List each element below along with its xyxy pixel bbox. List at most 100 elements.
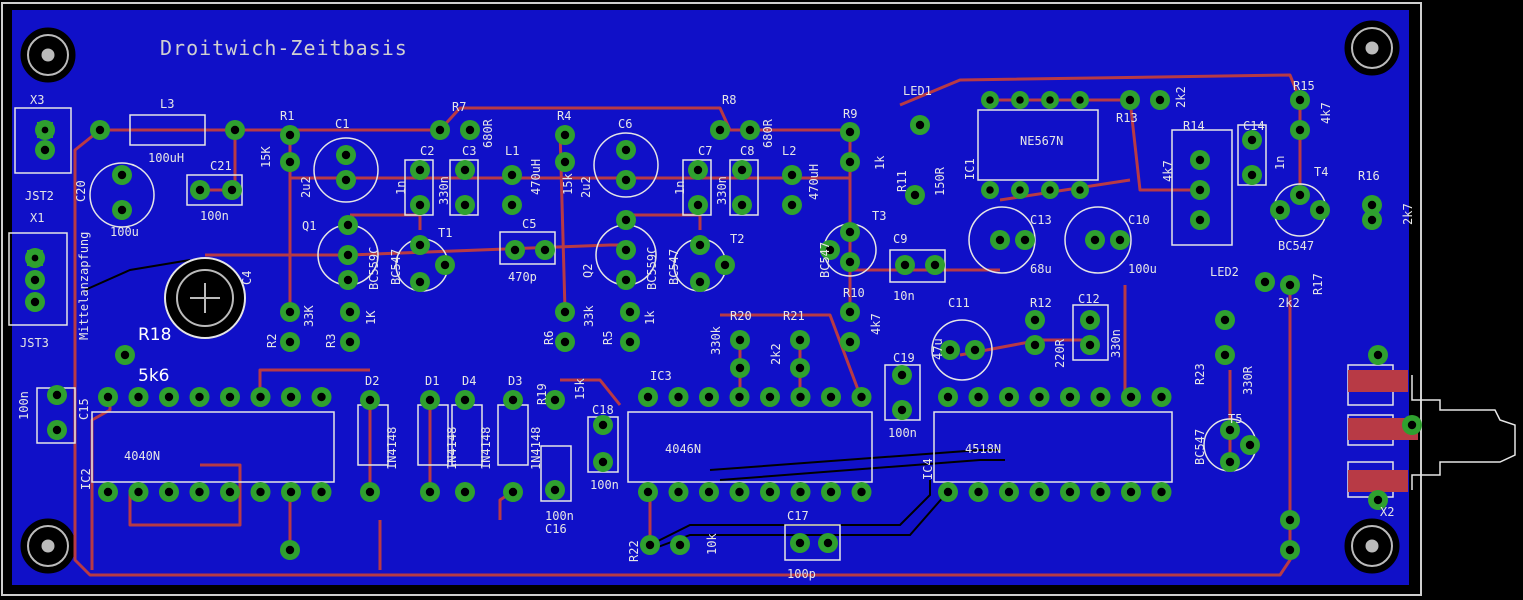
label-c14: C14 xyxy=(1243,119,1265,133)
label-c15: C15 xyxy=(77,398,91,420)
pads xyxy=(25,90,1422,560)
drill-hole xyxy=(1085,315,1095,325)
drill-hole xyxy=(1285,515,1295,525)
label-c17: C17 xyxy=(787,509,809,523)
drill-hole xyxy=(897,405,907,415)
drill-hole xyxy=(826,487,836,497)
drill-hole xyxy=(256,487,265,497)
drill-hole xyxy=(1315,205,1325,215)
label-x3: X3 xyxy=(30,93,44,107)
drill-hole xyxy=(540,245,550,255)
drill-hole xyxy=(1155,95,1165,105)
label-c8: C8 xyxy=(740,144,754,158)
drill-hole xyxy=(560,130,570,140)
drill-hole xyxy=(621,145,631,155)
label-r12-value: 220R xyxy=(1053,338,1067,368)
drill-hole xyxy=(550,485,560,495)
label-r19-value: 15k xyxy=(573,378,587,400)
drill-hole xyxy=(508,487,518,497)
drill-hole xyxy=(30,297,40,307)
drill-hole xyxy=(720,260,730,270)
drill-hole xyxy=(1090,235,1100,245)
label-r16: R16 xyxy=(1358,169,1380,183)
drill-hole xyxy=(1220,315,1230,325)
label-d4-value: 1N4148 xyxy=(479,427,493,470)
drill-hole xyxy=(341,175,351,185)
label-c14-value: 1n xyxy=(1273,156,1287,170)
label-r9: R9 xyxy=(843,107,857,121)
drill-hole xyxy=(1295,125,1305,135)
drill-hole xyxy=(986,186,994,194)
label-d1: D1 xyxy=(425,374,439,388)
trimmer-c4 xyxy=(164,257,246,339)
drill-hole xyxy=(134,392,143,402)
label-r9-value: 1k xyxy=(873,155,887,170)
label-c4: C4 xyxy=(240,271,254,285)
label-r19: R19 xyxy=(535,383,549,405)
drill-hole xyxy=(625,307,635,317)
drill-hole xyxy=(460,200,470,210)
label-r20-value: 330k xyxy=(709,325,723,355)
label-t1-value: BC547 xyxy=(389,249,403,285)
label-c11-value: 47u xyxy=(931,338,945,360)
drill-hole xyxy=(134,487,143,497)
drill-hole xyxy=(845,227,855,237)
drill-hole xyxy=(598,420,608,430)
drill-hole xyxy=(735,335,745,345)
label-r21-value: 2k2 xyxy=(769,343,783,365)
label-r3: R3 xyxy=(324,334,338,348)
label-c16: C16 xyxy=(545,522,567,536)
drill-hole xyxy=(1367,200,1377,210)
drill-hole xyxy=(845,257,855,267)
drill-hole xyxy=(550,395,560,405)
drill-hole xyxy=(1247,135,1257,145)
drill-hole xyxy=(195,185,205,195)
label-ic4: IC4 xyxy=(921,458,935,480)
drill-hole xyxy=(1225,457,1235,467)
drill-hole xyxy=(598,457,608,467)
label-c5-value: 470p xyxy=(508,270,537,284)
drill-hole xyxy=(1285,280,1295,290)
label-r2: R2 xyxy=(265,334,279,348)
drill-hole xyxy=(970,345,980,355)
drill-hole xyxy=(1195,185,1205,195)
drill-hole xyxy=(195,392,204,402)
label-r15-value: 4k7 xyxy=(1319,102,1333,124)
label-c15-value: 100n xyxy=(17,391,31,420)
label-l1: L1 xyxy=(505,144,519,158)
drill-hole xyxy=(621,275,631,285)
drill-hole xyxy=(415,165,425,175)
label-c13-value: 68u xyxy=(1030,262,1052,276)
drill-hole xyxy=(845,157,855,167)
label-x2: X2 xyxy=(1380,505,1394,519)
drill-hole xyxy=(1016,96,1024,104)
drill-hole xyxy=(735,487,744,497)
ic-bodies xyxy=(91,109,1233,483)
drill-hole xyxy=(857,487,866,497)
label-r16-value: 2k7 xyxy=(1401,203,1415,225)
label-c2-value: 1n xyxy=(394,181,408,195)
label-d4: D4 xyxy=(462,374,476,388)
drill-hole xyxy=(943,392,953,402)
label-r22-value: 10k xyxy=(705,533,719,555)
drill-hole xyxy=(974,392,983,402)
drill-hole xyxy=(345,337,355,347)
drill-hole xyxy=(826,392,836,402)
drill-hole xyxy=(195,487,204,497)
drill-hole xyxy=(1046,186,1054,194)
drill-hole xyxy=(1035,487,1044,497)
label-ic3-value: 4046N xyxy=(665,442,701,456)
drill-hole xyxy=(343,220,353,230)
drill-hole xyxy=(415,277,425,287)
drill-hole xyxy=(787,170,797,180)
label-ic1: IC1 xyxy=(963,158,977,180)
label-c16-value: 100n xyxy=(545,509,574,523)
drill-hole xyxy=(345,307,355,317)
drill-hole xyxy=(1373,350,1383,360)
label-q1-value: BC559C xyxy=(367,247,381,290)
l3-body xyxy=(129,114,206,146)
label-led1: LED1 xyxy=(903,84,932,98)
label-r23: R23 xyxy=(1193,363,1207,385)
label-r1-value: 15K xyxy=(259,146,273,168)
drill-hole xyxy=(845,307,855,317)
